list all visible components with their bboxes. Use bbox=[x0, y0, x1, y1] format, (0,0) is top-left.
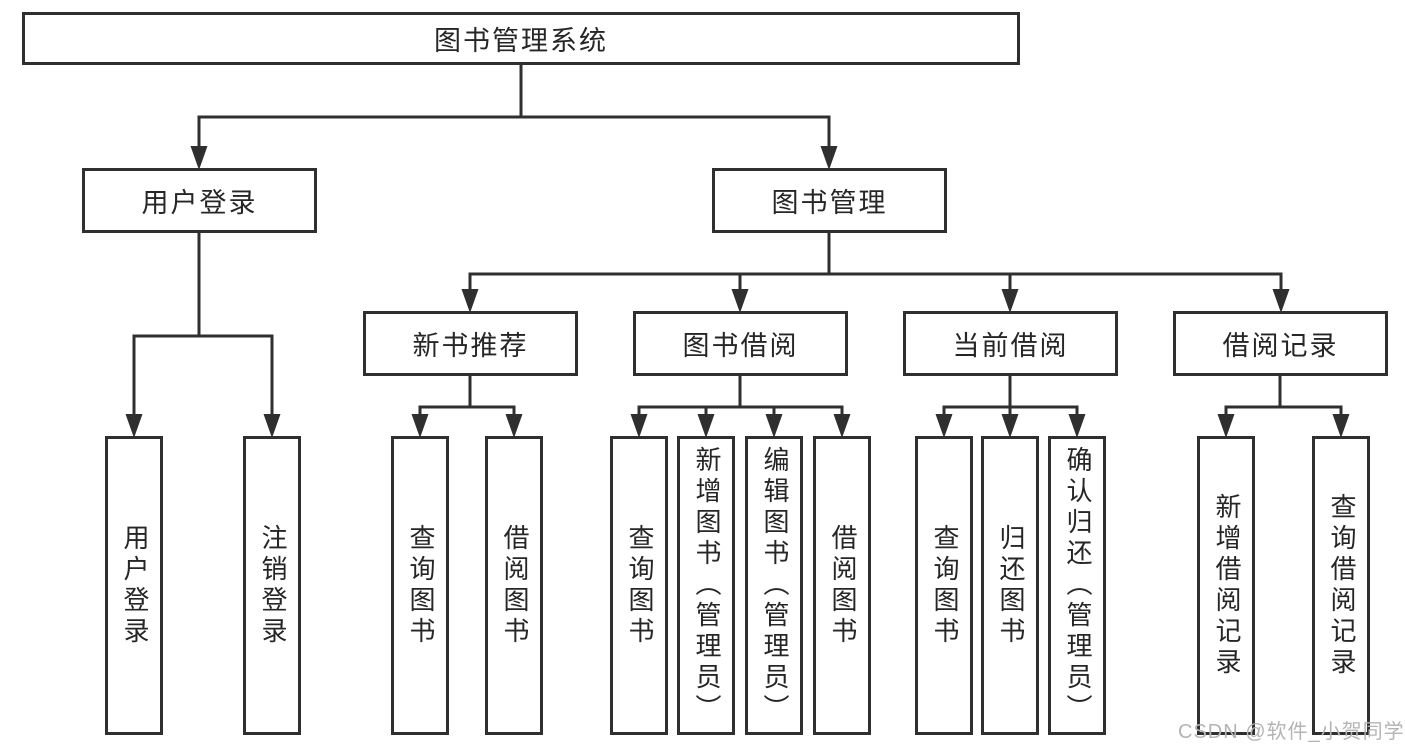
node-book-borrow: 图书借阅 bbox=[633, 311, 848, 376]
node-label: 查询借阅记录 bbox=[1326, 492, 1357, 679]
csdn-watermark: CSDN @软件_小贺同学 bbox=[1178, 721, 1405, 743]
connector-borrow-record-children bbox=[1217, 374, 1350, 438]
node-label: 编辑图书（管理员） bbox=[759, 446, 790, 725]
node-label: 当前借阅 bbox=[952, 331, 1069, 361]
node-leaf-query-books-2: 查询图书 bbox=[610, 436, 668, 735]
node-label: 查询图书 bbox=[929, 523, 960, 648]
connector-book-management-to-level3 bbox=[461, 231, 1290, 313]
node-label: 归还图书 bbox=[995, 523, 1026, 648]
node-label: 图书借阅 bbox=[682, 331, 799, 361]
node-leaf-query-borrow-record: 查询借阅记录 bbox=[1312, 436, 1370, 735]
node-borrow-record: 借阅记录 bbox=[1173, 311, 1388, 376]
node-leaf-add-books-admin: 新增图书（管理员） bbox=[677, 436, 735, 735]
connector-root-to-level2 bbox=[190, 63, 838, 170]
node-current-borrow: 当前借阅 bbox=[903, 311, 1118, 376]
node-label: 注销登录 bbox=[257, 523, 288, 648]
node-leaf-borrow-books-2: 借阅图书 bbox=[813, 436, 871, 735]
node-user-login: 用户登录 bbox=[82, 168, 317, 233]
node-leaf-query-books-3: 查询图书 bbox=[915, 436, 973, 735]
node-leaf-logout: 注销登录 bbox=[243, 436, 301, 735]
node-leaf-borrow-books-1: 借阅图书 bbox=[485, 436, 543, 735]
connector-user-login-children bbox=[125, 231, 281, 438]
node-label: 查询图书 bbox=[405, 523, 436, 648]
node-label: 新增借阅记录 bbox=[1211, 492, 1242, 679]
connector-book-borrow-children bbox=[630, 374, 851, 438]
node-label: 图书管理系统 bbox=[434, 26, 608, 56]
node-root-library-system: 图书管理系统 bbox=[22, 12, 1020, 65]
connector-current-borrow-children bbox=[935, 374, 1086, 438]
node-leaf-edit-books-admin: 编辑图书（管理员） bbox=[745, 436, 803, 735]
node-label: 借阅记录 bbox=[1222, 331, 1339, 361]
node-label: 新书推荐 bbox=[412, 331, 529, 361]
node-leaf-user-login: 用户登录 bbox=[105, 436, 163, 735]
node-book-management: 图书管理 bbox=[712, 168, 947, 233]
node-label: 用户登录 bbox=[141, 188, 258, 218]
node-label: 确认归还（管理员） bbox=[1062, 446, 1093, 725]
node-label: 图书管理 bbox=[771, 188, 888, 218]
node-label: 新增图书（管理员） bbox=[691, 446, 722, 725]
node-label: 用户登录 bbox=[119, 523, 150, 648]
node-leaf-confirm-return-admin: 确认归还（管理员） bbox=[1048, 436, 1106, 735]
node-label: 查询图书 bbox=[624, 523, 655, 648]
node-new-book-recommend: 新书推荐 bbox=[363, 311, 578, 376]
node-leaf-add-borrow-record: 新增借阅记录 bbox=[1197, 436, 1255, 735]
node-label: 借阅图书 bbox=[499, 523, 530, 648]
connector-new-book-children bbox=[411, 374, 523, 438]
node-leaf-query-books-1: 查询图书 bbox=[391, 436, 449, 735]
node-leaf-return-books: 归还图书 bbox=[981, 436, 1039, 735]
node-label: 借阅图书 bbox=[827, 523, 858, 648]
